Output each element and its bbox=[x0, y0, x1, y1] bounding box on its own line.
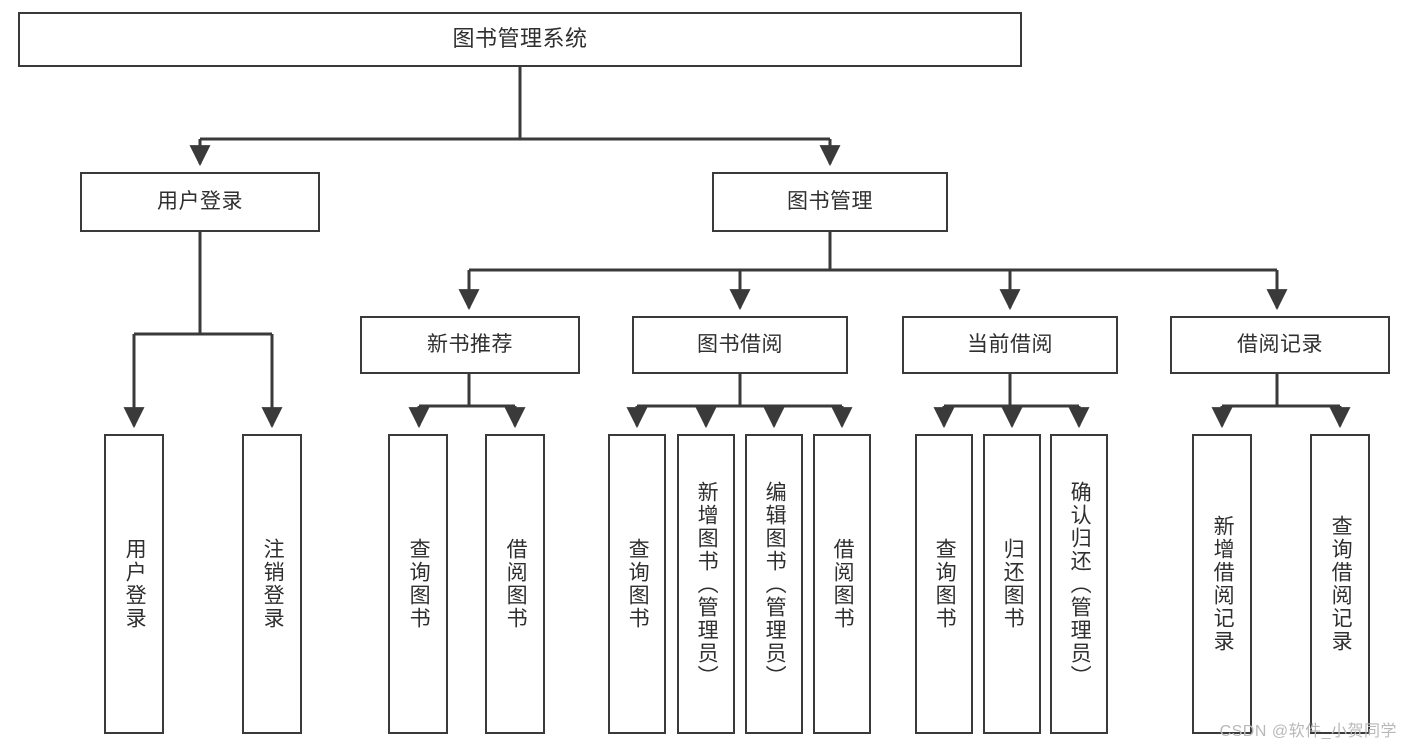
node-leaf-add-book-admin-label: 新增图书（管理员） bbox=[695, 480, 719, 688]
node-leaf-query-book-borrow-label: 查询图书 bbox=[626, 538, 650, 630]
node-leaf-logout-login-label: 注销登录 bbox=[261, 538, 285, 630]
node-leaf-user-login[interactable]: 用户登录 bbox=[104, 434, 164, 734]
node-leaf-query-book-current-label: 查询图书 bbox=[933, 538, 957, 630]
node-book-manage-label: 图书管理 bbox=[787, 190, 873, 214]
node-leaf-edit-book-admin[interactable]: 编辑图书（管理员） bbox=[745, 434, 803, 734]
node-leaf-return-book[interactable]: 归还图书 bbox=[983, 434, 1041, 734]
node-current-borrow[interactable]: 当前借阅 bbox=[902, 316, 1118, 374]
node-leaf-query-book-recommend-label: 查询图书 bbox=[407, 538, 431, 630]
node-leaf-query-borrow-record[interactable]: 查询借阅记录 bbox=[1310, 434, 1370, 734]
node-leaf-add-book-admin[interactable]: 新增图书（管理员） bbox=[677, 434, 735, 734]
node-leaf-query-book-recommend[interactable]: 查询图书 bbox=[388, 434, 448, 734]
node-new-book-recommend-label: 新书推荐 bbox=[427, 333, 513, 357]
node-new-book-recommend[interactable]: 新书推荐 bbox=[360, 316, 580, 374]
node-book-borrow[interactable]: 图书借阅 bbox=[632, 316, 848, 374]
node-leaf-borrow-book[interactable]: 借阅图书 bbox=[813, 434, 871, 734]
node-leaf-user-login-label: 用户登录 bbox=[123, 538, 147, 630]
node-current-borrow-label: 当前借阅 bbox=[967, 333, 1053, 357]
node-leaf-query-borrow-record-label: 查询借阅记录 bbox=[1329, 515, 1353, 653]
node-leaf-query-book-current[interactable]: 查询图书 bbox=[915, 434, 973, 734]
node-user-login-label: 用户登录 bbox=[157, 190, 243, 214]
node-leaf-logout-login[interactable]: 注销登录 bbox=[242, 434, 302, 734]
node-book-borrow-label: 图书借阅 bbox=[697, 333, 783, 357]
node-leaf-add-borrow-record[interactable]: 新增借阅记录 bbox=[1192, 434, 1252, 734]
node-leaf-borrow-book-recommend-label: 借阅图书 bbox=[504, 538, 528, 630]
node-book-manage[interactable]: 图书管理 bbox=[712, 172, 948, 232]
node-leaf-return-book-label: 归还图书 bbox=[1001, 538, 1025, 630]
node-leaf-confirm-return-admin-label: 确认归还（管理员） bbox=[1068, 480, 1092, 688]
node-leaf-borrow-book-recommend[interactable]: 借阅图书 bbox=[485, 434, 545, 734]
node-user-login[interactable]: 用户登录 bbox=[80, 172, 320, 232]
node-borrow-record-label: 借阅记录 bbox=[1237, 333, 1323, 357]
csdn-watermark: CSDN @软件_小贺同学 bbox=[1219, 723, 1397, 740]
node-borrow-record[interactable]: 借阅记录 bbox=[1170, 316, 1390, 374]
node-root-label: 图书管理系统 bbox=[452, 26, 588, 52]
node-root[interactable]: 图书管理系统 bbox=[18, 12, 1022, 67]
node-leaf-add-borrow-record-label: 新增借阅记录 bbox=[1211, 515, 1235, 653]
node-leaf-query-book-borrow[interactable]: 查询图书 bbox=[608, 434, 666, 734]
node-leaf-edit-book-admin-label: 编辑图书（管理员） bbox=[763, 480, 787, 688]
node-leaf-borrow-book-label: 借阅图书 bbox=[831, 538, 855, 630]
node-leaf-confirm-return-admin[interactable]: 确认归还（管理员） bbox=[1050, 434, 1108, 734]
